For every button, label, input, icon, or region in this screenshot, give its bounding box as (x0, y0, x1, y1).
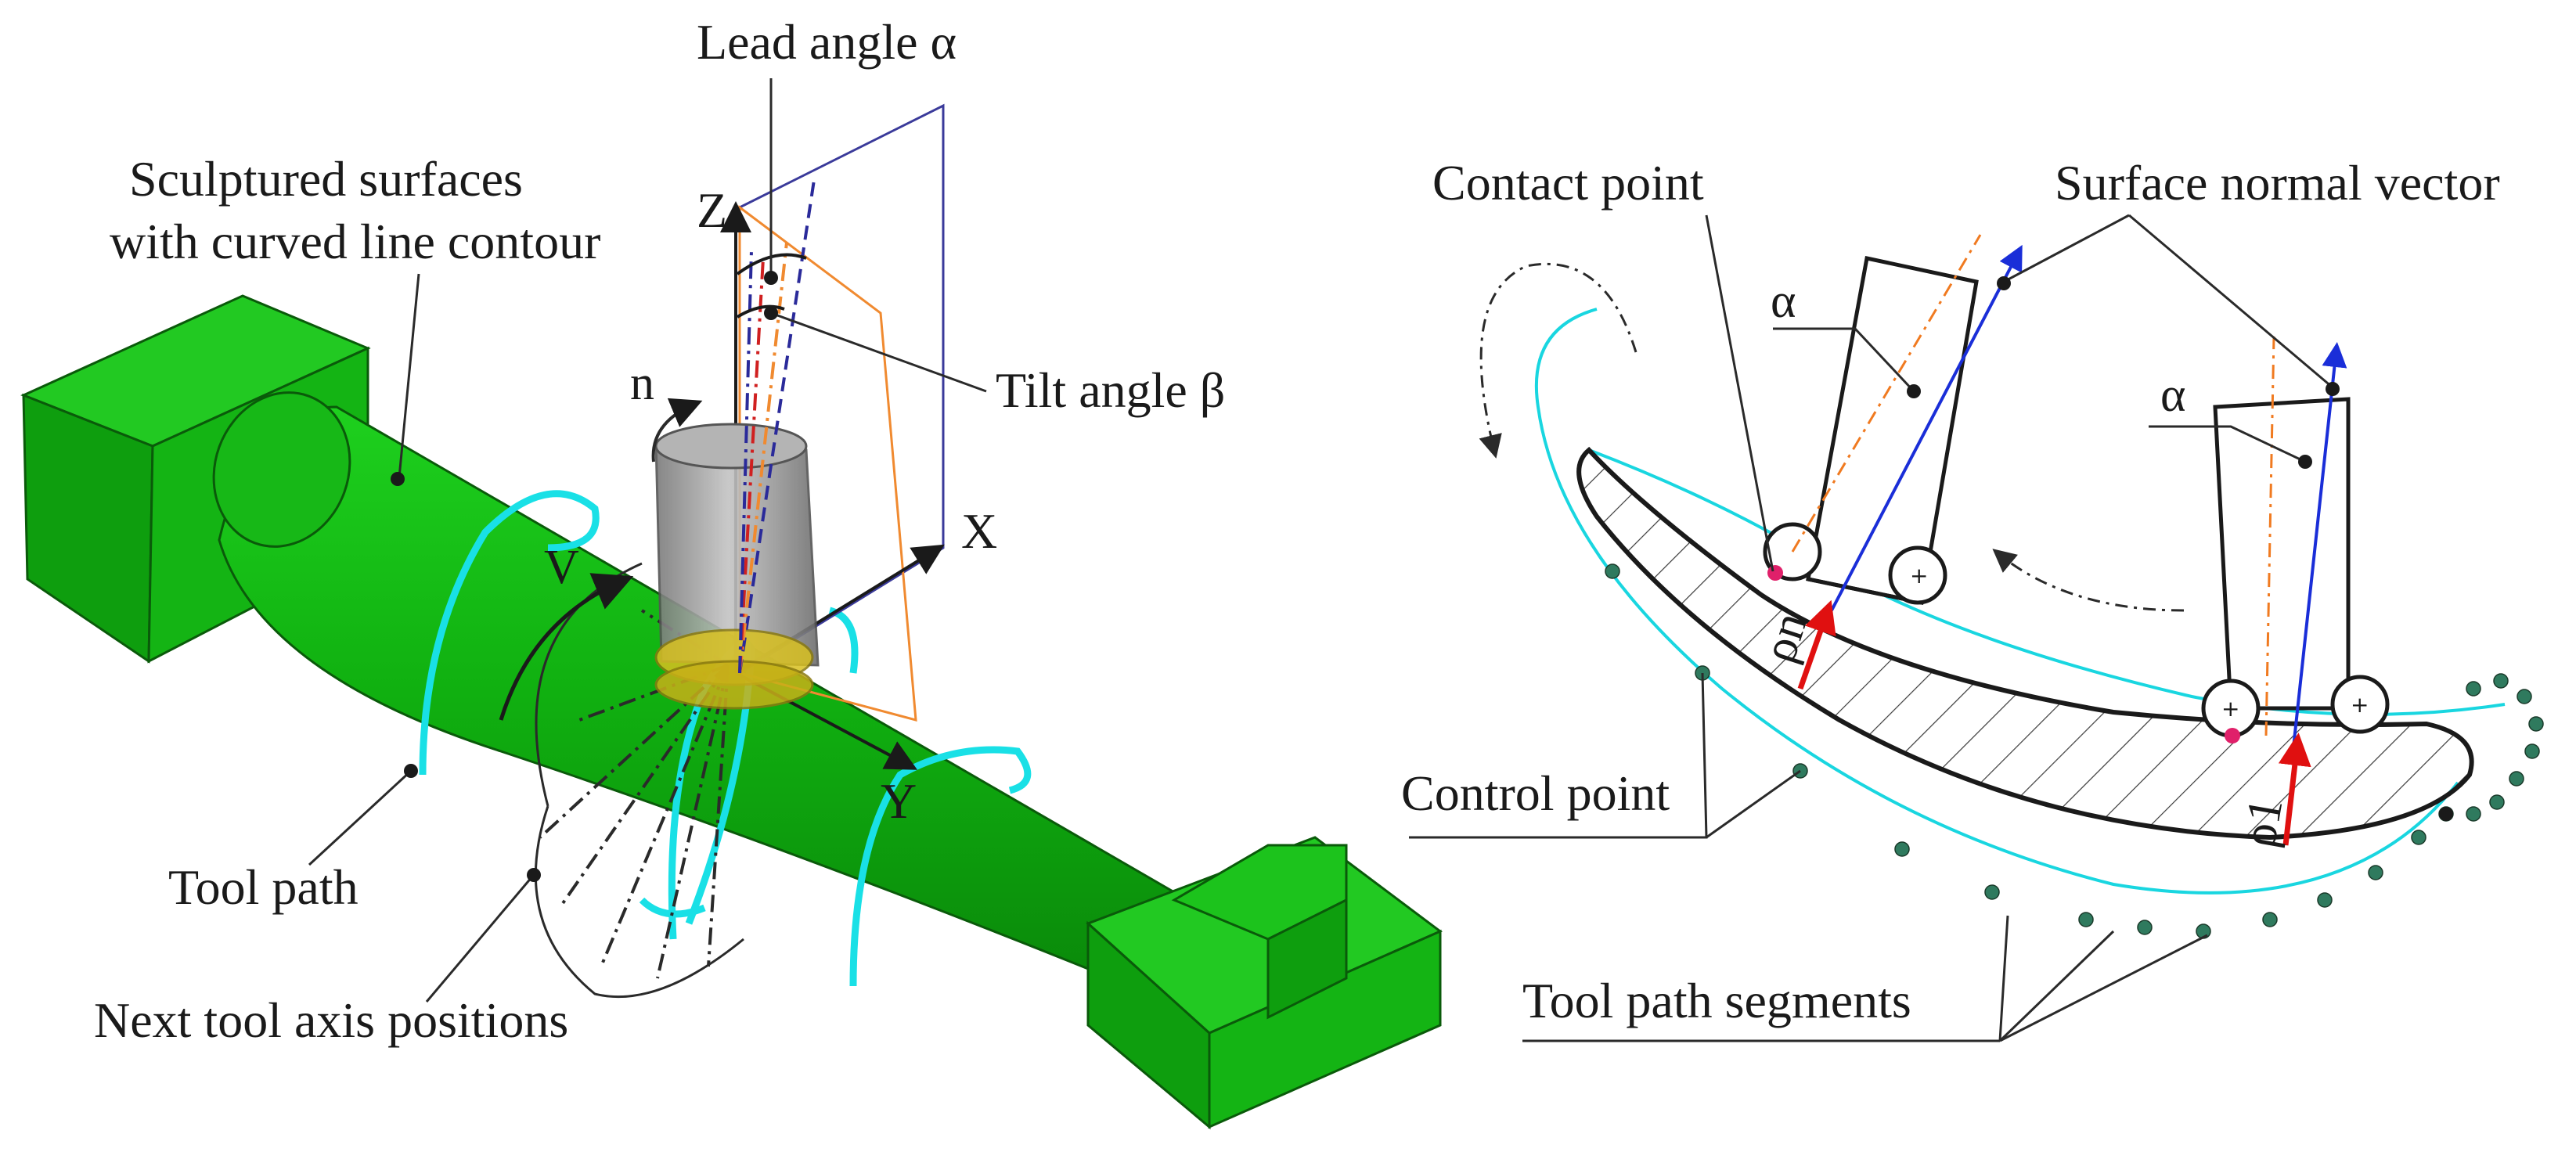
angle-arcs (736, 253, 807, 319)
feed-symbol: V (544, 541, 579, 594)
axis-x-label: X (961, 503, 997, 559)
tool-path-label: Tool path (168, 859, 358, 915)
tool-path-segments-label: Tool path segments (1522, 973, 1911, 1028)
contact-point-1 (1767, 565, 1783, 581)
feed-arrow: V (499, 541, 634, 721)
contact-point-label: Contact point (1432, 155, 1704, 211)
axis-z-label: Z (697, 182, 727, 238)
tool-cylinder (654, 423, 820, 710)
spindle-speed-symbol: n (630, 357, 654, 410)
right-panel: + + + α α ρn ρ1 Contact point (1401, 155, 2544, 1042)
tilt-angle-label: Tilt angle β (996, 362, 1225, 418)
left-panel: Z X Y n V (20, 14, 1443, 1130)
next-tool-axis-label: Next tool axis positions (94, 992, 568, 1048)
offset-tool-path (1534, 308, 2459, 895)
svg-text:+: + (2221, 696, 2239, 722)
control-point-label: Control point (1401, 765, 1670, 821)
rho-1-symbol: ρ1 (2232, 794, 2293, 851)
spindle-rotation: n (630, 357, 703, 463)
tool-axis-lines (738, 179, 816, 674)
sculptured-surfaces-label-1: Sculptured surfaces (129, 151, 523, 207)
alpha-right-symbol: α (2160, 369, 2185, 422)
svg-text:+: + (2351, 692, 2369, 718)
svg-text:+: + (1910, 563, 1928, 589)
sculptured-surfaces-label-2: with curved line contour (110, 214, 600, 269)
surface-normal-label: Surface normal vector (2055, 155, 2500, 211)
tool-left: + (1763, 234, 1982, 605)
lead-angle-label: Lead angle α (697, 14, 957, 70)
contact-point-2 (2225, 728, 2240, 743)
blade-profile (1576, 446, 2474, 841)
alpha-left-symbol: α (1771, 275, 1796, 328)
tool-right: + + (2201, 336, 2390, 738)
axis-y-label: Y (881, 773, 917, 829)
